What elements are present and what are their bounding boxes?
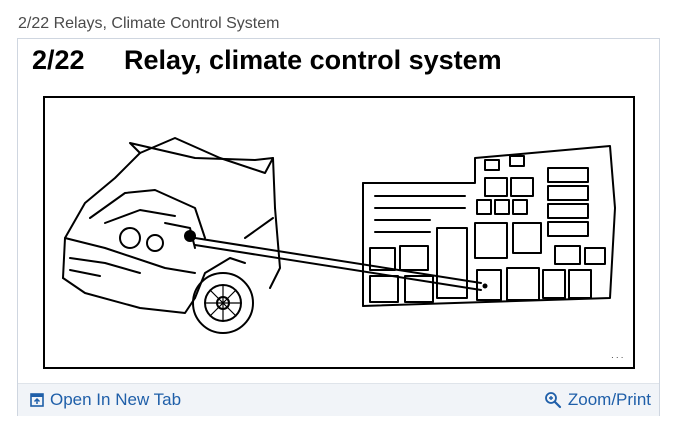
open-in-new-tab-label: Open In New Tab — [50, 390, 182, 409]
zoom-print-label: Zoom/Print — [567, 390, 651, 409]
svg-text:· · ·: · · · — [611, 353, 623, 362]
open-in-new-tab-icon — [30, 393, 44, 407]
panel-footer: Open In New Tab Zoom/Print — [18, 383, 659, 416]
image-caption: 2/22 Relays, Climate Control System — [18, 15, 280, 32]
open-in-new-tab-link[interactable]: Open In New Tab — [30, 390, 181, 410]
zoom-magnifier-icon — [544, 392, 561, 409]
panel-header: 2/22 Relay, climate control system — [32, 42, 502, 78]
relay-diagram-illustration: · · · — [62, 137, 623, 362]
item-title: Relay, climate control system — [124, 44, 502, 75]
zoom-print-link[interactable]: Zoom/Print — [544, 390, 651, 410]
item-number: 2/22 — [32, 44, 85, 75]
relay-location-diagram: · · · — [43, 96, 635, 369]
relay-info-panel: 2/22 Relay, climate control system — [17, 38, 660, 416]
